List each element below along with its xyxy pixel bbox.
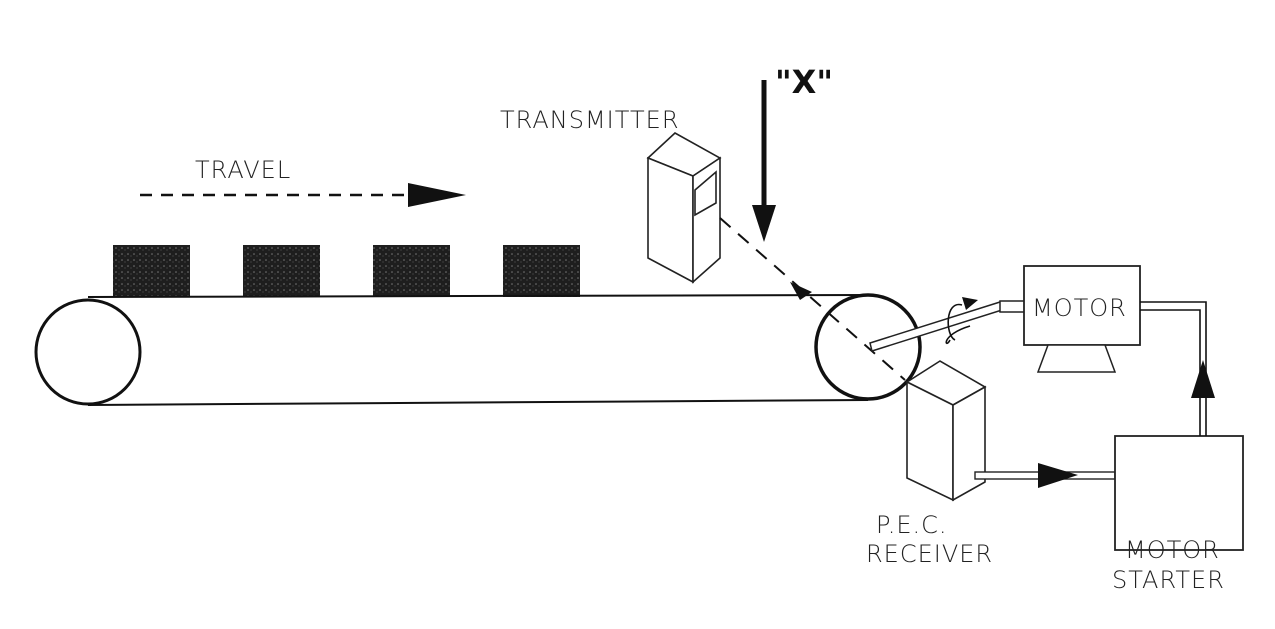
pec-receiver-label-line2: RECEIVER — [866, 540, 993, 568]
conveyor-items — [113, 245, 580, 297]
x-marker-arrowhead-icon — [752, 205, 776, 242]
travel-label: TRAVEL — [195, 156, 291, 184]
conveyor-item — [113, 245, 190, 297]
conveyor-item — [503, 245, 580, 297]
idler-pulley — [34, 298, 142, 406]
motor-box — [1023, 265, 1141, 346]
rotation-arrowhead-icon — [962, 297, 978, 310]
motor-starter-label-line2: STARTER — [1112, 566, 1225, 594]
signal-arrowhead-icon — [1038, 463, 1078, 488]
power-arrowhead-icon — [1191, 360, 1215, 398]
light-beam — [719, 217, 906, 381]
drive-pulley — [814, 293, 922, 401]
rotation-arrow-icon — [945, 304, 971, 345]
belt-top — [87, 294, 869, 298]
belt-bottom — [87, 399, 869, 406]
beam-arrowhead-icon — [790, 282, 812, 300]
transmitter-icon — [646, 132, 722, 284]
pec-receiver-icon — [905, 360, 987, 502]
motor-starter-label-line1: MOTOR — [1125, 536, 1220, 564]
power-line-starter-to-motor — [1140, 301, 1207, 436]
travel-arrowhead-icon — [408, 183, 466, 207]
conveyor-item — [373, 245, 450, 297]
pec-receiver-label-line1: P.E.C. — [876, 511, 948, 539]
x-marker-label: "X" — [775, 63, 833, 101]
motor-label: MOTOR — [1032, 294, 1127, 322]
drive-shaft — [869, 301, 1003, 352]
conveyor-item — [243, 245, 320, 297]
motor-starter-box — [1114, 435, 1244, 551]
motor-base — [1036, 344, 1117, 373]
motor-coupling — [999, 300, 1026, 313]
transmitter-label: TRANSMITTER — [500, 106, 680, 134]
